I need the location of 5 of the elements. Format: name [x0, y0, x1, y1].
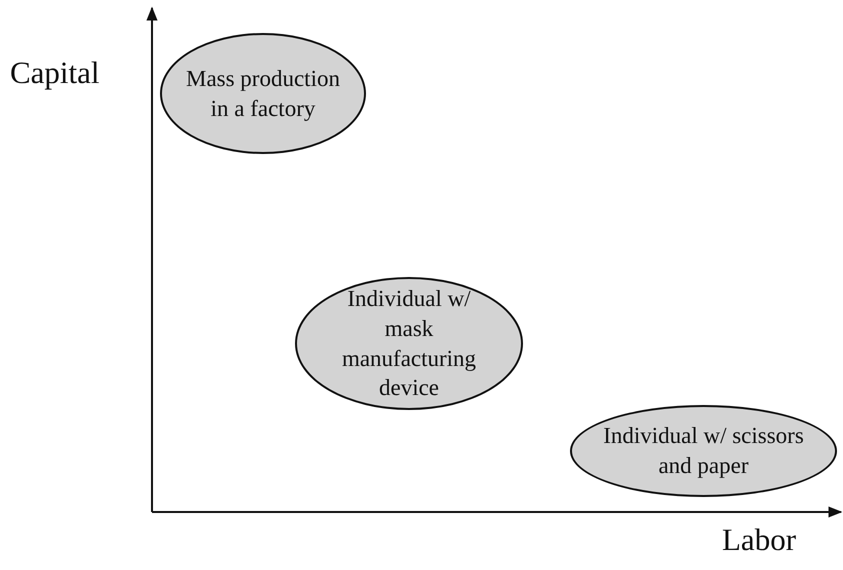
node-text: Individual w/ mask manufacturing device: [340, 284, 478, 402]
axis-label: Capital: [10, 55, 100, 91]
node-text: Individual w/ scissors and paper: [602, 422, 805, 480]
node-text: Mass production in a factory: [185, 64, 341, 123]
axis-label: Labor: [722, 522, 796, 558]
